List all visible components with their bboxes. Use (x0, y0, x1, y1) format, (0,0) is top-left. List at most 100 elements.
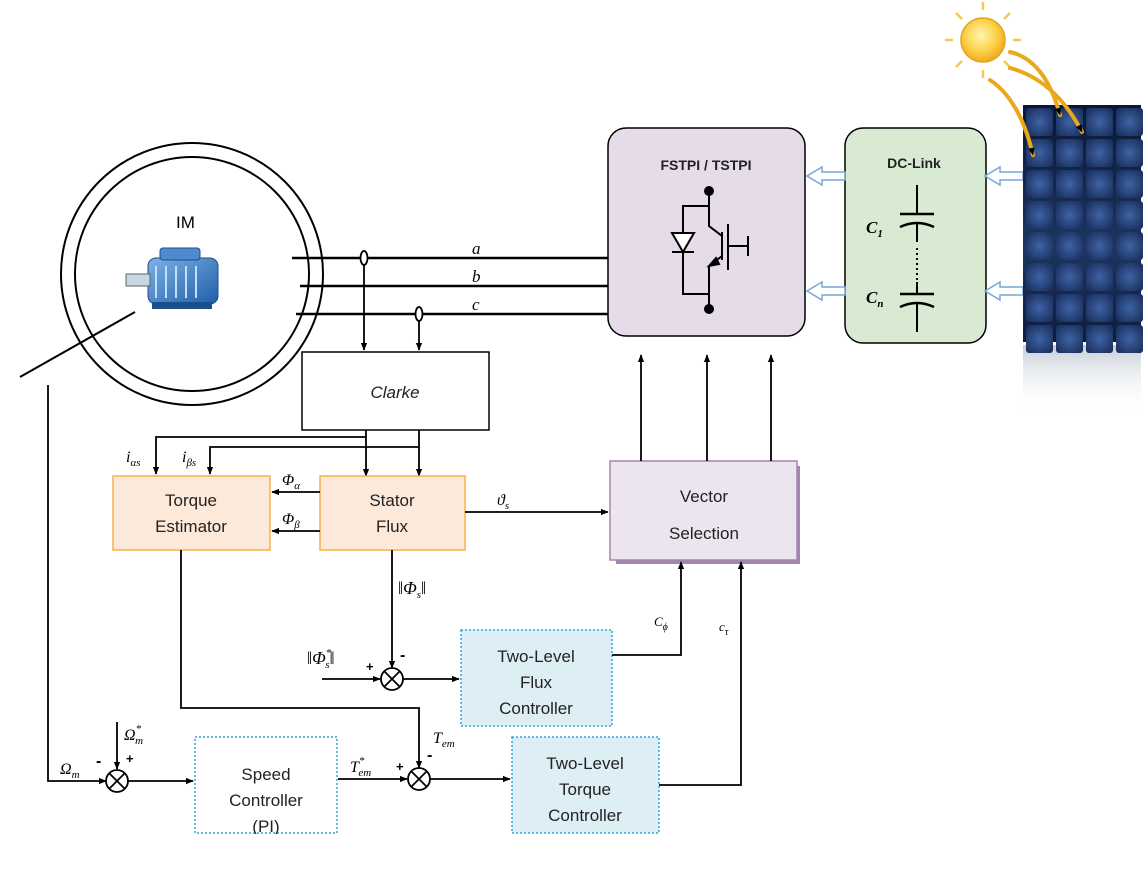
solar-cell (1086, 108, 1113, 136)
solar-cell (1026, 294, 1053, 322)
solar-cell (1056, 232, 1083, 260)
phase-lines (292, 256, 608, 316)
flow-dclink-to-inverter-upper (805, 165, 846, 187)
solar-cell (1056, 263, 1083, 291)
solar-cell (1056, 294, 1083, 322)
flux-summing-junction (380, 667, 404, 691)
solar-cell (1056, 201, 1083, 229)
motor-shaft-line (19, 311, 136, 378)
torque-summing-junction (407, 767, 431, 791)
solar-panel-reflection (1023, 345, 1141, 415)
flux-junction-minus: - (400, 647, 405, 664)
solar-cell (1116, 139, 1143, 167)
torque-estimator-block (112, 475, 271, 551)
clarke-block (301, 351, 490, 431)
stator-flux-block (319, 475, 466, 551)
torque-estimator-line2: Estimator (155, 517, 227, 536)
solar-cell (1026, 232, 1053, 260)
omega-m-label: Ωm (60, 761, 80, 781)
speed-summing-junction (105, 769, 129, 793)
solar-cell (1116, 108, 1143, 136)
vector-selection-line1: Vector (680, 487, 729, 506)
speed-feedback-wire (47, 385, 107, 785)
flux-to-estimator-wires (271, 488, 320, 535)
torque-controller-line1: Two-Level (546, 754, 623, 773)
clarke-label: Clarke (370, 383, 419, 402)
torque-controller-line3: Controller (548, 806, 622, 825)
c-phi-label: Cϕ (654, 614, 668, 633)
motor-label: IM (176, 213, 195, 232)
speed-controller-line2: Controller (229, 791, 303, 810)
flow-panel-to-dclink-upper (983, 165, 1024, 187)
inverter-block (607, 127, 806, 337)
torque-estimate-wire (180, 550, 423, 769)
sensor-phase-a (359, 250, 369, 266)
dc-link-label: DC-Link (887, 155, 941, 171)
sensor-phase-c (414, 306, 424, 322)
flux-controller-block (460, 629, 613, 727)
i-beta-wire (206, 446, 419, 475)
flow-panel-to-dclink-lower (983, 280, 1024, 302)
solar-cell (1086, 294, 1113, 322)
theta-s-label: ϑs (497, 492, 509, 512)
phi-alpha-label: Φα (282, 472, 300, 492)
capacitor-cn-label: Cn (866, 288, 883, 310)
solar-cell (1026, 325, 1053, 353)
igbt-switch-icon (670, 186, 749, 314)
solar-cell (1026, 170, 1053, 198)
solar-cell (1086, 139, 1113, 167)
t-em-ref-label: T*em (350, 755, 371, 779)
c-tau-label: cτ (719, 619, 729, 638)
solar-cells (1026, 108, 1143, 353)
torque-controller-line2: Torque (559, 780, 611, 799)
solar-panel (1023, 105, 1143, 415)
inverter-label: FSTPI / TSTPI (660, 157, 751, 173)
vector-selection-line2: Selection (669, 524, 739, 543)
solar-cell (1056, 139, 1083, 167)
motor-icon (125, 247, 219, 309)
solar-cell (1116, 263, 1143, 291)
t-em-label: Tem (433, 730, 455, 750)
vector-selection-block (609, 460, 798, 561)
torque-estimator-line1: Torque (165, 491, 217, 510)
omega-m-ref-label: Ω*m (124, 723, 143, 747)
torque-junction-minus: - (427, 747, 432, 764)
torque-controller-block (511, 736, 660, 834)
solar-cell (1086, 201, 1113, 229)
flux-controller-line3: Controller (499, 699, 573, 718)
flux-junction-plus: + (366, 659, 374, 674)
phase-a-label: a (472, 239, 481, 258)
phase-b-label: b (472, 267, 481, 286)
capacitor-c1-label: C1 (866, 218, 883, 240)
dc-link-block (844, 127, 987, 344)
torque-junction-plus: + (396, 759, 404, 774)
i-alpha-label: iαs (126, 449, 141, 469)
phi-s-ref-label: ‖Φ*s‖ (307, 647, 335, 671)
c-phi-wire (612, 561, 685, 656)
solar-cell (1116, 170, 1143, 198)
solar-cell (1056, 170, 1083, 198)
solar-cell (1056, 325, 1083, 353)
solar-cell (1086, 170, 1113, 198)
speed-junction-minus: - (96, 753, 101, 770)
solar-cell (1116, 325, 1143, 353)
phase-c-label: c (472, 295, 480, 314)
solar-cell (1086, 232, 1113, 260)
clarke-outputs (152, 430, 423, 477)
phi-beta-label: Φβ (282, 511, 300, 531)
solar-cell (1086, 325, 1113, 353)
flux-controller-line2: Flux (520, 673, 553, 692)
stator-flux-line2: Flux (376, 517, 409, 536)
phi-s-magnitude-label: ‖Φs‖ (398, 578, 426, 601)
i-alpha-wire (152, 436, 366, 475)
solar-cell (1026, 108, 1053, 136)
solar-cell (1026, 263, 1053, 291)
sun-icon (945, 2, 1021, 78)
solar-cell (1116, 232, 1143, 260)
i-beta-label: iβs (182, 449, 196, 469)
flow-dclink-to-inverter-lower (805, 280, 846, 302)
sunlight-rays (988, 50, 1084, 157)
induction-motor: IM (19, 142, 324, 406)
solar-cell (1116, 294, 1143, 322)
